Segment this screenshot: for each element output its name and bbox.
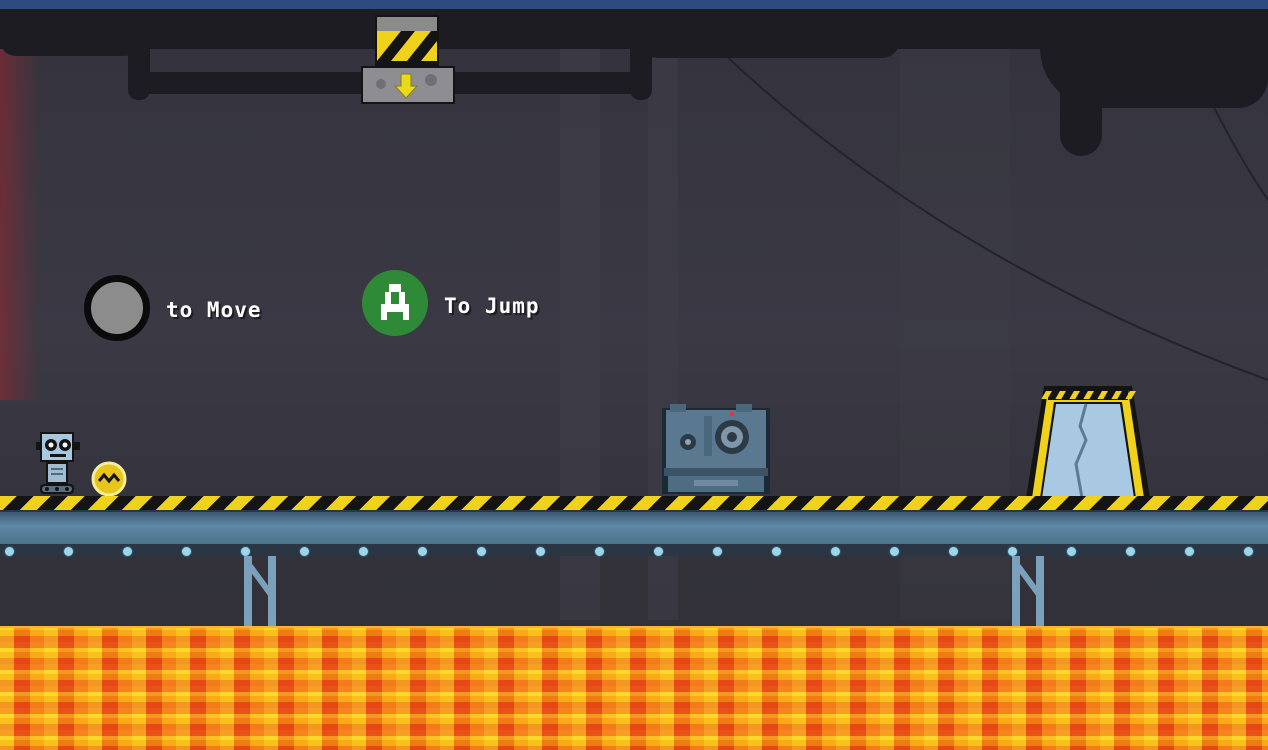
platform-rivet [712,546,723,557]
red-glow [0,40,40,400]
platform-rivet [63,546,74,557]
platform-rivet [594,546,605,557]
platform-rivet [1125,546,1136,557]
platform-rivet [299,546,310,557]
ceiling-drip [640,40,900,58]
platform-rivet [1184,546,1195,557]
platform-support [244,556,276,626]
conveyor-platform [0,510,1268,546]
energy-coin-icon [91,461,127,497]
platform-rivet [771,546,782,557]
analog-stick-icon [84,275,150,341]
platform-rivet [948,546,959,557]
platform-rivet [830,546,841,557]
platform-rivet [181,546,192,557]
platform-rivet [535,546,546,557]
robot-icon [36,432,80,494]
platform-rivet [1243,546,1254,557]
ceiling-drip [0,40,140,56]
platform-rivet [1066,546,1077,557]
lava-pool [0,626,1268,750]
top-bar [0,0,1268,9]
platform-rivet [4,546,15,557]
crusher-icon [361,15,455,104]
platform-rivet [417,546,428,557]
a-button-icon [362,270,428,336]
platform-hazard-stripe [0,496,1268,510]
platform-rivet [358,546,369,557]
exit-portal-icon [1026,386,1150,498]
ceiling-pipe [128,40,150,100]
platform-rivet [653,546,664,557]
jump-hint-label: To Jump [444,294,540,318]
platform-rivet [889,546,900,557]
platform-support [1012,556,1044,626]
ceiling-pipe [630,40,652,100]
move-hint-label: to Move [166,298,262,322]
robot-generator-icon [662,404,770,494]
platform-rivet [476,546,487,557]
ceiling-drip [1060,60,1102,156]
platform-rivet [122,546,133,557]
